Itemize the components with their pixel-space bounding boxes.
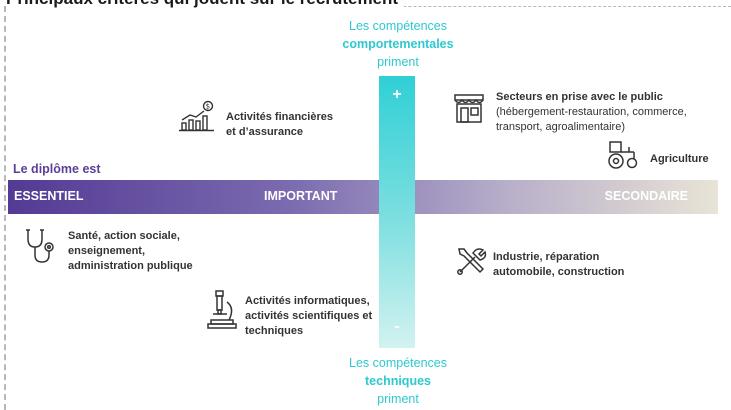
axis-bottom-caption: Les compétences techniques priment	[323, 354, 473, 408]
sector-finance-line2: et d’assurance	[226, 126, 304, 138]
axis-bottom-line2: techniques	[365, 374, 431, 388]
tractor-icon	[604, 139, 640, 171]
sector-public: Secteurs en prise avec le public (héberg…	[496, 90, 687, 135]
axis-top-caption: Les compétences comportementales priment	[323, 17, 473, 71]
axis-top-line3: priment	[377, 55, 419, 69]
sector-sante: Santé, action sociale, enseignement, adm…	[68, 229, 193, 274]
storefront-icon	[452, 92, 486, 124]
label-essentiel: ESSENTIEL	[14, 189, 84, 203]
plus-sign: +	[392, 86, 402, 103]
stethoscope-icon	[22, 227, 62, 267]
diplome-axis-label: Le diplôme est	[13, 162, 101, 176]
sector-informatique-line3: techniques	[245, 325, 304, 337]
axis-bottom-line3: priment	[377, 392, 419, 406]
axis-bottom-line1: Les compétences	[349, 356, 447, 370]
chart-growth-icon: $	[178, 100, 218, 132]
axis-top-line2: comportementales	[342, 37, 454, 51]
svg-text:$: $	[206, 103, 210, 111]
sector-sante-line2: enseignement,	[68, 245, 146, 257]
diplome-axis-bar: ESSENTIEL IMPORTANT SECONDAIRE	[8, 180, 718, 214]
microscope-icon	[205, 288, 239, 330]
sector-informatique: Activités informatiques, activités scien…	[245, 294, 372, 339]
sector-industrie: Industrie, réparation automobile, constr…	[493, 250, 624, 280]
sector-agriculture: Agriculture	[650, 152, 709, 167]
sector-finance-line1: Activités financières	[226, 111, 333, 123]
sector-sante-line3: administration publique	[68, 260, 193, 272]
sector-finance: Activités financières et d’assurance	[226, 110, 333, 140]
sector-sante-line1: Santé, action sociale,	[68, 230, 180, 242]
sector-public-line1: (hébergement-restauration, commerce,	[496, 106, 687, 118]
label-secondaire: SECONDAIRE	[604, 189, 688, 203]
competences-axis-bar: + -	[379, 76, 415, 348]
sector-public-title: Secteurs en prise avec le public	[496, 91, 663, 103]
tools-icon	[455, 245, 487, 277]
sector-agriculture-label: Agriculture	[650, 153, 709, 165]
sector-industrie-line2: automobile, construction	[493, 266, 625, 278]
axis-top-line1: Les compétences	[349, 19, 447, 33]
sector-informatique-line1: Activités informatiques,	[245, 295, 370, 307]
sector-public-line2: transport, agroalimentaire)	[496, 121, 626, 133]
frame-left-border	[4, 6, 7, 410]
minus-sign: -	[394, 318, 400, 335]
sector-informatique-line2: activités scientifiques et	[245, 310, 373, 322]
sector-industrie-line1: Industrie, réparation	[493, 251, 600, 263]
page-title: Principaux critères qui jouent sur le re…	[6, 0, 405, 9]
label-important: IMPORTANT	[264, 189, 338, 203]
